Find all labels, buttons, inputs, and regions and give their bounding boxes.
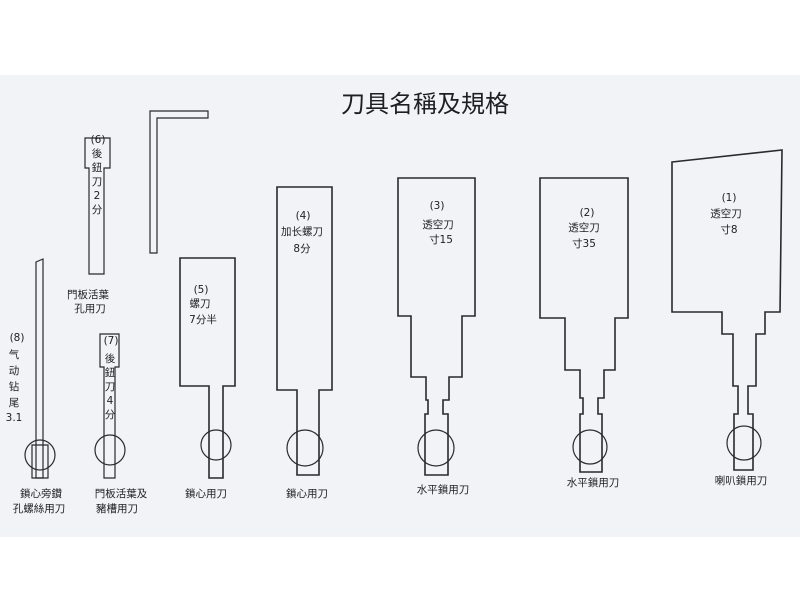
tool-1-name: 透空刀 <box>710 207 742 220</box>
tool-6-char: 2 <box>94 190 101 202</box>
tool-8-char: 气 <box>9 348 20 361</box>
tool-8-head <box>31 444 49 479</box>
tool-1-keyhole <box>726 425 762 461</box>
tool-5-keyhole <box>200 429 232 461</box>
tool-6-caption-line2: 孔用刀 <box>74 302 106 315</box>
tool-6-char: 刀 <box>92 176 103 188</box>
tool-6-char: 鈕 <box>92 161 103 174</box>
tool-1-size: 寸8 <box>720 223 737 236</box>
tool-4-size: 8分 <box>293 243 311 255</box>
tool-3-caption: 水平鎖用刀 <box>417 483 470 496</box>
tool-6-char: 分 <box>92 204 103 216</box>
tool-7-caption-line1: 門板活葉及 <box>95 487 148 500</box>
tool-7-keyhole <box>94 434 126 466</box>
tool-5-caption: 鎖心用刀 <box>185 487 227 500</box>
tool-2: (2) 透空刀 寸35 水平鎖用刀 <box>539 177 629 489</box>
tool-4-caption: 鎖心用刀 <box>286 487 328 500</box>
diagram-title: 刀具名稱及規格 <box>341 90 509 118</box>
tool-4-number: (4) <box>296 210 311 222</box>
tool-6-number: (6) <box>91 134 106 146</box>
tool-5-number: (5) <box>194 284 209 296</box>
tool-7-char: 刀 <box>105 381 116 393</box>
tool-5-name: 螺刀 <box>190 298 211 310</box>
tool-4-outline <box>276 186 333 476</box>
tool-7-char: 4 <box>107 395 114 407</box>
tool-1-number: (1) <box>722 192 737 204</box>
tool-5: (5) 螺刀 7分半 鎖心用刀 <box>179 257 236 500</box>
tool-6-caption-line1: 門板活葉 <box>67 288 109 301</box>
tool-7-caption-line2: 豬槽用刀 <box>96 502 138 515</box>
tool-3-size: 寸15 <box>429 233 453 246</box>
l-shaped-key <box>149 110 209 254</box>
tool-6: (6) 後 鈕 刀 2 分 門板活葉 孔用刀 <box>67 134 111 315</box>
tool-2-size: 寸35 <box>572 237 596 250</box>
tool-1: (1) 透空刀 寸8 喇叭鎖用刀 <box>671 149 783 487</box>
tool-4-name: 加长螺刀 <box>281 226 323 238</box>
tool-2-caption: 水平鎖用刀 <box>567 476 620 489</box>
tool-8-keyhole <box>24 439 56 471</box>
tool-3-outline <box>397 177 476 476</box>
tool-1-outline <box>671 149 783 471</box>
tool-7-char: 分 <box>105 409 116 421</box>
tool-3-name: 透空刀 <box>422 218 454 231</box>
tool-5-size: 7分半 <box>189 313 217 326</box>
tool-5-outline <box>179 257 236 479</box>
tool-1-caption: 喇叭鎖用刀 <box>715 474 768 487</box>
tool-3-keyhole <box>417 429 455 467</box>
tool-8-number: (8) <box>10 332 25 344</box>
tool-8-char: 尾 <box>9 397 20 409</box>
paper-sheet <box>0 75 800 537</box>
tool-3-number: (3) <box>430 200 445 212</box>
tool-2-name: 透空刀 <box>568 221 600 234</box>
tool-7-char: 鈕 <box>105 366 116 379</box>
tool-7-number: (7) <box>104 335 119 347</box>
tool-2-number: (2) <box>580 207 595 219</box>
tool-8-caption-line2: 孔螺絲用刀 <box>13 502 66 515</box>
tool-8-caption-line1: 鎖心旁鑽 <box>20 487 62 500</box>
tool-6-char: 後 <box>92 147 103 160</box>
tool-8-char: 钻 <box>9 380 20 393</box>
tool-2-keyhole <box>572 429 608 465</box>
tool-3: (3) 透空刀 寸15 水平鎖用刀 <box>397 177 476 496</box>
tool-2-outline <box>539 177 629 473</box>
tool-4-keyhole <box>286 429 324 467</box>
tool-7-outline <box>99 333 120 479</box>
tool-8-char: 动 <box>9 365 20 377</box>
tool-8: (8) 气 动 钻 尾 3.1 鎖心旁鑽 孔螺絲用刀 <box>6 258 66 515</box>
tool-6-outline <box>84 137 111 275</box>
tool-8-char: 3.1 <box>6 412 23 424</box>
tool-7: (7) 後 鈕 刀 4 分 門板活葉及 豬槽用刀 <box>94 333 148 515</box>
tool-4: (4) 加长螺刀 8分 鎖心用刀 <box>276 186 333 500</box>
tool-7-char: 後 <box>105 352 116 365</box>
